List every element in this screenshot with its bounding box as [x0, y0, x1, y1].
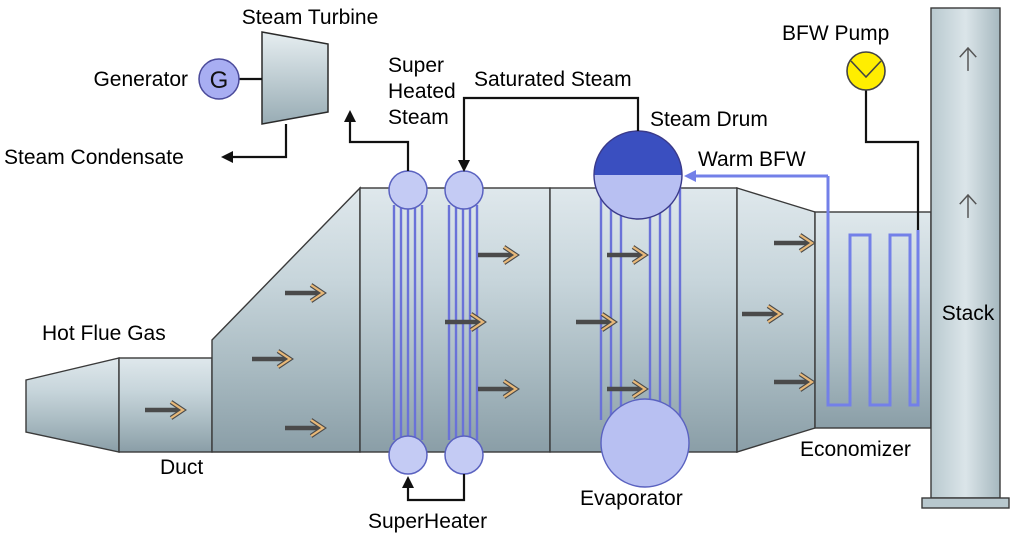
superheater-lower-header [444, 435, 484, 475]
economizer-label: Economizer [800, 438, 911, 461]
steam-turbine-label: Steam Turbine [242, 6, 379, 29]
steam-drum-label: Steam Drum [650, 108, 768, 131]
svg-text:G: G [210, 67, 229, 94]
duct-label: Duct [160, 456, 203, 479]
condensate-arrowhead [221, 151, 233, 163]
superheated-steam-arrowhead [344, 110, 356, 122]
inlet-duct [25, 357, 213, 453]
superheater-inlet-header [444, 170, 484, 210]
saturated-steam-line [462, 96, 640, 164]
super-heated-steam-label-line-2: Heated [388, 80, 456, 103]
steam-turbine [261, 31, 329, 125]
warm-bfw-label: Warm BFW [698, 148, 806, 171]
steam-condensate-label: Steam Condensate [4, 146, 184, 169]
steam-drum [593, 130, 683, 220]
bfw-pump-label: BFW Pump [782, 22, 889, 45]
saturated-steam-arrowhead [458, 160, 470, 172]
mud-drum [600, 398, 690, 488]
superheater-outlet-header [388, 170, 428, 210]
superheater-return-line [406, 474, 466, 502]
generator-icon: G [198, 58, 240, 100]
hot-flue-gas-label: Hot Flue Gas [42, 322, 166, 345]
transition-section [211, 186, 361, 453]
warm-bfw-arrowhead [684, 170, 696, 182]
evaporator-tube-bundle [593, 130, 690, 488]
saturated-steam-label: Saturated Steam [474, 68, 632, 91]
super-heated-steam-label-line-3: Steam [388, 106, 449, 129]
superheater-return-arrowhead [402, 476, 414, 488]
stack: Stack [921, 7, 1010, 509]
pump-icon [846, 51, 886, 91]
evaporator-label: Evaporator [580, 487, 683, 510]
superheater-lower-header [388, 435, 428, 475]
hrsg-casing [359, 187, 932, 453]
condensate-line [230, 124, 288, 159]
superheater-label: SuperHeater [368, 510, 487, 533]
stack-label: Stack [942, 302, 995, 325]
bfw-pump-line [864, 90, 920, 230]
superheated-steam-line [348, 118, 410, 171]
generator-label: Generator [93, 68, 188, 91]
superheater-tube-bundle [388, 170, 484, 475]
economizer-coil [826, 176, 920, 407]
super-heated-steam-label-line-1: Super [388, 54, 444, 77]
